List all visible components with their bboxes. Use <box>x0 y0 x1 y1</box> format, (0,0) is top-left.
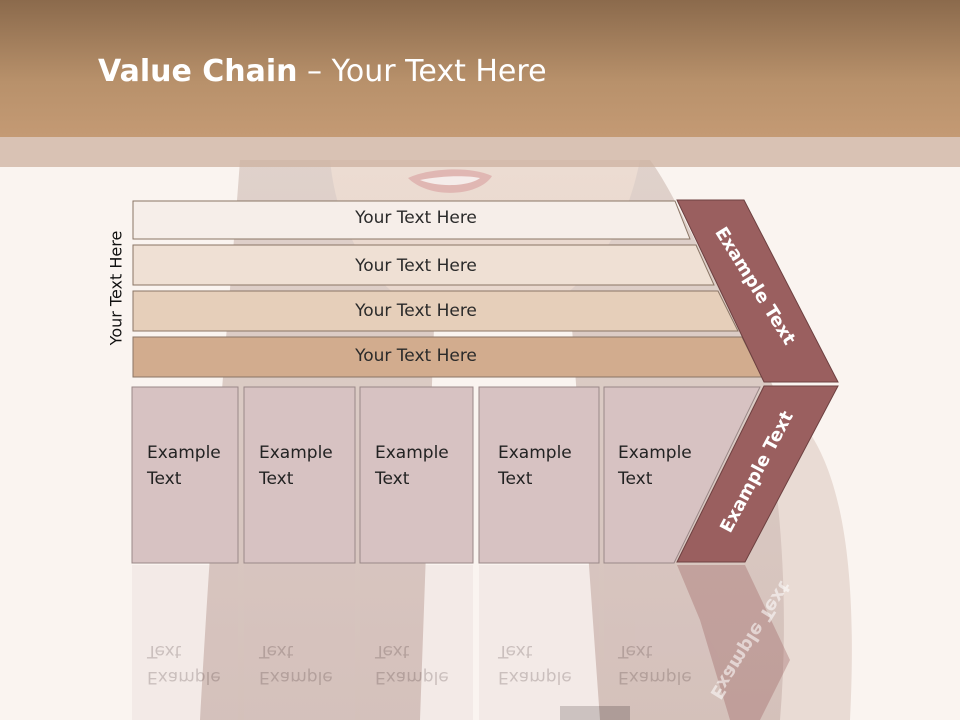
refl3-line2: Text <box>375 641 410 661</box>
chevron-top <box>676 199 839 383</box>
col2-line1: Example <box>259 443 333 463</box>
support-row-label-4: Your Text Here <box>355 346 477 366</box>
col5-line1: Example <box>618 443 692 463</box>
col2-line2: Text <box>259 469 294 489</box>
refl4-line1: Example <box>498 667 572 687</box>
refl4-line2: Text <box>498 641 533 661</box>
col4-line1: Example <box>498 443 572 463</box>
refl3-line1: Example <box>375 667 449 687</box>
primary-column-5 <box>603 386 761 564</box>
col5-line2: Text <box>618 469 653 489</box>
chevron-reflection <box>677 565 790 720</box>
reflection-label-5: Example Text <box>618 638 692 690</box>
col1-line1: Example <box>147 443 221 463</box>
reflection-label-4: Example Text <box>498 638 572 690</box>
col3-line1: Example <box>375 443 449 463</box>
refl5-line1: Example <box>618 667 692 687</box>
title-rest: – Your Text Here <box>297 54 547 89</box>
refl2-line1: Example <box>259 667 333 687</box>
reflection <box>132 565 720 720</box>
support-row-label-3: Your Text Here <box>355 301 477 321</box>
primary-column-2 <box>243 386 356 564</box>
reflection-label-2: Example Text <box>259 638 333 690</box>
reflection-label-3: Example Text <box>375 638 449 690</box>
page-title: Value Chain – Your Text Here <box>98 54 547 89</box>
support-row-3 <box>132 290 739 332</box>
header-strip <box>0 137 960 167</box>
support-row-label-1: Your Text Here <box>355 208 477 228</box>
title-bold: Value Chain <box>98 54 298 89</box>
support-row-label-2: Your Text Here <box>355 256 477 276</box>
col3-line2: Text <box>375 469 410 489</box>
header-band <box>0 0 960 137</box>
support-row-1 <box>132 200 691 240</box>
col4-line2: Text <box>498 469 533 489</box>
chevron-bottom <box>676 385 839 563</box>
refl1-line2: Text <box>147 641 182 661</box>
col1-line2: Text <box>147 469 182 489</box>
primary-column-3 <box>359 386 474 564</box>
support-row-2 <box>132 244 715 286</box>
primary-column-4 <box>478 386 600 564</box>
refl2-line2: Text <box>259 641 294 661</box>
primary-column-1 <box>131 386 239 564</box>
refl1-line1: Example <box>147 667 221 687</box>
side-label-text: Your Text Here <box>106 230 126 346</box>
reflection-label-1: Example Text <box>147 638 221 690</box>
refl5-line2: Text <box>618 641 653 661</box>
